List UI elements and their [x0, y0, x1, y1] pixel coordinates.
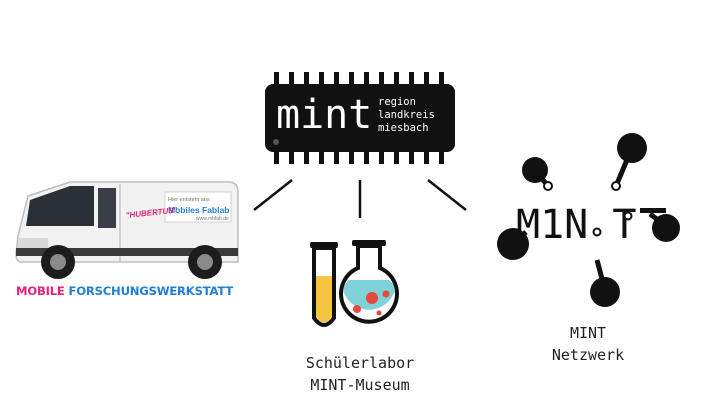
- labor-label: Schülerlabor MINT-Museum: [270, 352, 450, 396]
- van-banner-small: Hier entsteht aus: [168, 197, 210, 203]
- connector-line-network: [427, 179, 467, 211]
- chip-sub-line: landkreis: [378, 109, 435, 121]
- mint-network-text: M1N T: [516, 202, 636, 248]
- van-caption: MOBILE FORSCHUNGSWERKSTATT: [16, 284, 242, 298]
- van-illustration: Hier entsteht aus Mobiles Fablab www.mbf…: [15, 181, 239, 279]
- van-banner-url: www.mbfab.de: [196, 216, 229, 222]
- network-label: MINT Netzwerk: [528, 322, 648, 366]
- chip-notch: [273, 139, 279, 145]
- van-banner-title: Mobiles Fablab: [168, 205, 229, 215]
- lab-glassware-icon: [310, 240, 399, 327]
- labor-label-line: Schülerlabor: [305, 354, 415, 372]
- labor-label-line: MINT-Museum: [310, 376, 410, 394]
- chip-pins: [274, 72, 444, 164]
- van-banner: [164, 191, 232, 223]
- connector-line-van: [253, 179, 293, 211]
- network-label-line: Netzwerk: [551, 346, 625, 364]
- mint-network-logo: M1N T: [497, 133, 680, 307]
- van-caption-werkstatt: FORSCHUNGSWERKSTATT: [68, 284, 234, 298]
- chip-sub-text: region landkreis miesbach: [378, 96, 435, 135]
- network-label-line: MINT: [569, 324, 607, 342]
- chip-sub-line: miesbach: [378, 122, 429, 134]
- chip-body: [265, 84, 455, 152]
- chip-sub-line: region: [378, 96, 416, 108]
- van-caption-mobile: MOBILE: [16, 284, 65, 298]
- chip-brand: mint: [276, 92, 373, 138]
